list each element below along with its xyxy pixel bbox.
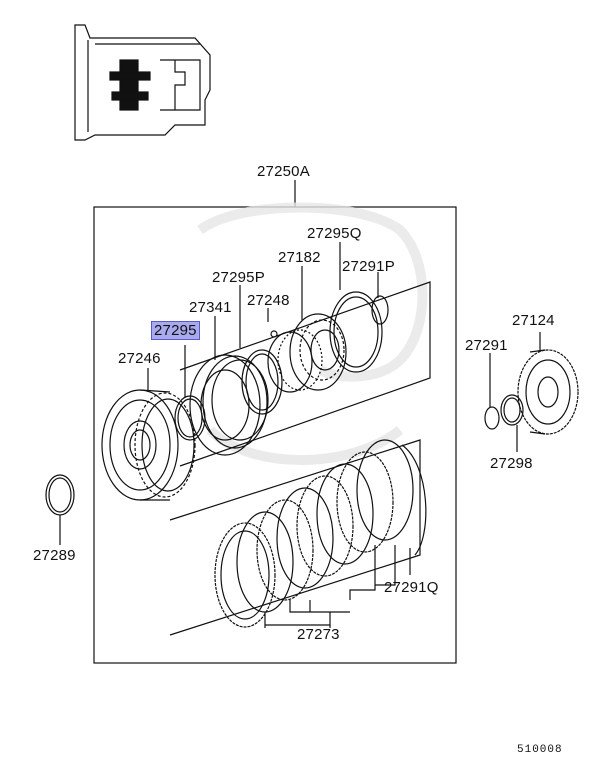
- label-27291P[interactable]: 27291P: [342, 258, 395, 275]
- label-27298[interactable]: 27298: [490, 455, 533, 472]
- label-27182[interactable]: 27182: [278, 249, 321, 266]
- ring-27289: [45, 474, 75, 516]
- label-27124[interactable]: 27124: [512, 312, 555, 329]
- label-27248[interactable]: 27248: [247, 292, 290, 309]
- label-27291Q[interactable]: 27291Q: [384, 579, 439, 596]
- clutch-plate-stack: [214, 439, 427, 628]
- gear-27124: [517, 349, 579, 435]
- spring-retainer-27248: [267, 329, 323, 393]
- bearing-27182: [289, 313, 347, 391]
- label-27250A[interactable]: 27250A: [257, 163, 310, 180]
- label-27295P[interactable]: 27295P: [212, 269, 265, 286]
- label-27246[interactable]: 27246: [118, 350, 161, 367]
- clutch-drum-27246: [101, 389, 196, 501]
- locator-thumbnail: [74, 24, 211, 141]
- diagram-code: 510008: [517, 744, 563, 756]
- label-27289[interactable]: 27289: [33, 547, 76, 564]
- label-27295-highlighted[interactable]: 27295: [151, 321, 200, 340]
- label-27295Q[interactable]: 27295Q: [307, 225, 362, 242]
- watermark: [197, 202, 428, 465]
- label-27341[interactable]: 27341: [189, 299, 232, 316]
- label-27291[interactable]: 27291: [465, 337, 508, 354]
- piston-27341: [189, 354, 269, 456]
- label-27273[interactable]: 27273: [297, 626, 340, 643]
